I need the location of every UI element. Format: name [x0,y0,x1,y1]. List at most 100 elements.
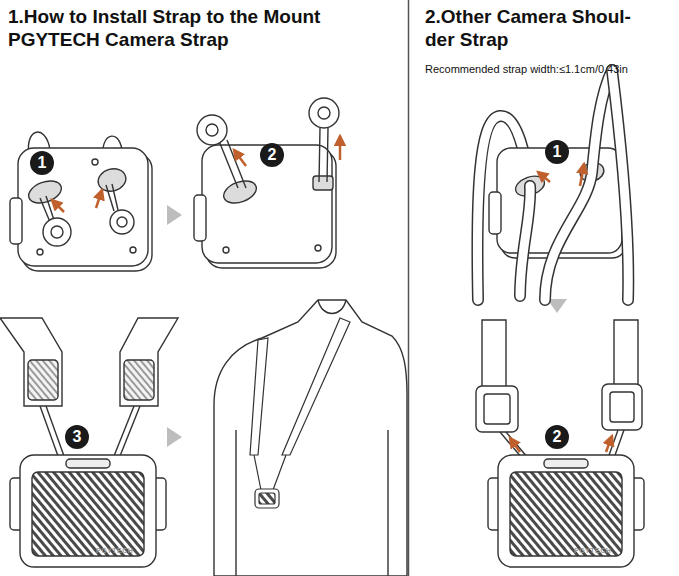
shoulder-strap [520,70,628,300]
mount-back [117,217,127,227]
mount-back [51,226,63,238]
orange-arrow [580,164,584,186]
strap-end [610,392,634,422]
mount-back [309,98,339,128]
mount-front [510,472,622,556]
worn-strap [250,318,350,508]
brand-logo: PGYTECH [96,547,133,554]
section-heading: 2.Other Camera Shoul- der Strap [425,5,665,51]
person-outline [235,430,236,576]
mount-back [227,140,246,188]
person-outline [318,300,346,314]
worn-strap [259,493,275,504]
strap-end [120,318,178,406]
step-arrow [167,205,182,225]
mount-back [223,247,229,253]
orange-arrow [538,172,550,182]
strap-end [614,430,624,458]
divider-line [408,0,410,576]
mount-back [319,128,320,182]
worn-strap [254,455,261,490]
mount-back [110,210,134,234]
mount-back [96,166,129,194]
callout-number: 2 [260,143,284,167]
mount-front [488,455,644,567]
strap-end [114,406,134,456]
orange-arrow [606,436,612,452]
orange-arrow [234,136,340,166]
strap-end [506,432,528,458]
strap-end [46,406,64,456]
person-outline [387,430,388,576]
callout-number: 3 [65,425,89,449]
strap-width-note: Recommended strap width:≤1.1cm/0.43in [425,62,675,76]
shoulder-strap [520,186,530,296]
mount-back [92,159,98,165]
orange-arrow [339,136,342,160]
callout-number: 2 [545,425,569,449]
mount-back [197,115,227,145]
mount-front [20,455,156,567]
mount-back [221,177,260,207]
strap-end [0,318,62,406]
mount-back [194,195,206,241]
mount-back [313,176,333,190]
strap-end [120,406,140,456]
instruction-panel: 1.How to Install Strap to the Mount PGYT… [0,0,408,576]
person-outline [214,300,407,576]
person-outline [214,300,407,576]
mount-back [318,107,330,119]
orange-arrow [52,190,102,212]
mount-back [40,198,50,222]
mount-back [43,218,71,246]
mount-back [194,98,339,268]
section-heading: 1.How to Install Strap to the Mount PGYT… [8,5,400,51]
brand-logo: PGYTECH [574,547,611,554]
shoulder-strap [545,70,612,300]
mount-back [10,198,22,244]
shoulder-strap [612,70,628,300]
mount-front [498,455,634,567]
strap-end [614,320,638,388]
callout-number: 1 [30,151,54,175]
orange-arrow [52,200,64,212]
mount-back [489,192,501,234]
worn-strap [250,338,268,455]
strap-end [482,320,506,388]
mount-front [10,455,166,567]
worn-strap [273,455,286,490]
mount-back [26,177,65,207]
instruction-panel: 2.Other Camera Shoul- der StrapRecommend… [409,0,679,576]
mount-back [18,148,148,266]
mount-back [130,247,136,253]
orange-arrow [96,190,102,208]
strap-end [602,384,642,430]
orange-arrow [538,164,584,186]
shoulder-strap [545,70,612,300]
orange-arrow [510,438,520,452]
strap-end [0,318,178,456]
mount-back [106,185,114,211]
worn-strap [282,318,350,455]
strap-end [476,320,642,458]
strap-end [476,386,518,432]
mount-back [327,128,328,182]
mount-back [315,245,321,251]
mount-back [206,124,218,136]
mount-back [37,249,43,255]
shoulder-strap [520,186,530,296]
mount-front [66,459,110,468]
worn-strap [255,489,279,508]
mount-front [32,472,144,556]
callout-number: 1 [545,140,569,164]
mount-front [544,459,588,468]
strap-end [484,394,510,424]
strap-end [28,360,58,400]
orange-arrow [234,150,246,166]
shoulder-strap [612,70,628,300]
strap-end [500,432,522,458]
mount-back [219,141,238,188]
step-arrow [167,427,182,447]
mount-back [10,132,152,271]
